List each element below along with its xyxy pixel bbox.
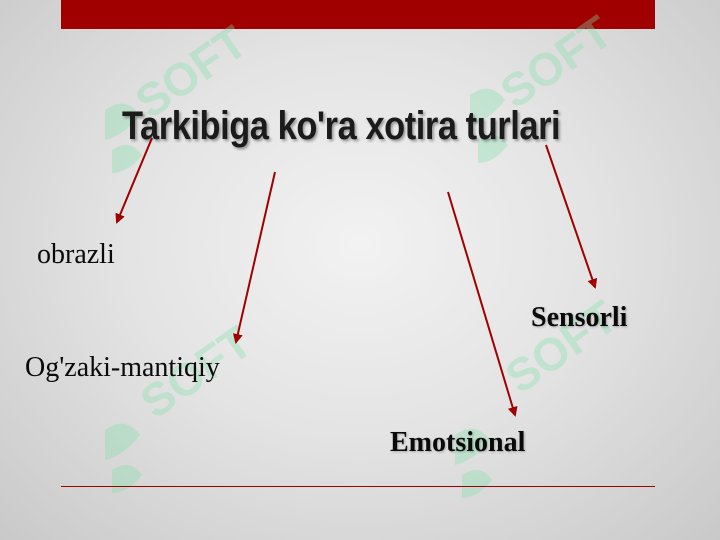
watermark-logo-icon xyxy=(105,103,142,173)
top-accent-bar xyxy=(61,0,655,29)
label-sensorli: Sensorli xyxy=(531,302,628,333)
label-ogzaki-mantiqiy: Og'zaki-mantiqiy xyxy=(25,352,220,383)
arrow-to-sensorli xyxy=(545,144,598,289)
slide-title: Tarkibiga ko'ra xotira turlari xyxy=(122,104,561,148)
watermark-logo-icon xyxy=(470,88,508,163)
watermark-logo-icon xyxy=(455,428,492,498)
arrow-to-obrazli xyxy=(115,137,153,224)
label-emotsional: Emotsional xyxy=(390,427,526,458)
arrow-to-ogzaki xyxy=(232,171,276,344)
bottom-divider xyxy=(61,486,655,487)
label-obrazli: obrazli xyxy=(37,239,115,270)
arrow-to-emotsional xyxy=(447,191,518,417)
watermark-logo-icon xyxy=(105,423,142,493)
